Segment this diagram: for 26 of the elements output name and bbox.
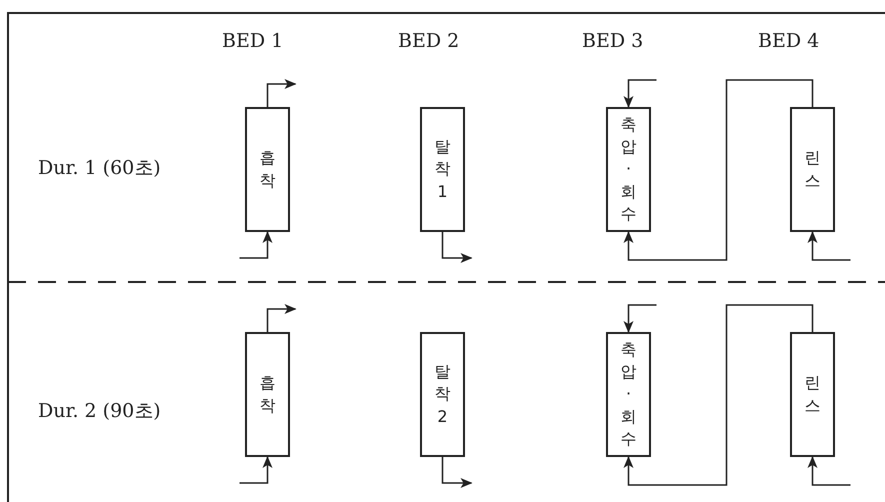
bed-column: 탈착 1 [420,107,465,232]
row-label: Dur. 1 (60초) [38,156,161,181]
bed-column: 린스 [790,107,835,232]
bed-column: 흡착 [245,107,290,232]
flow-arrow [624,79,656,108]
flow-arrow [442,457,472,488]
column-heading: BED 2 [398,30,460,52]
bed-column: 축압·회수 [606,107,651,232]
flow-arrow [266,79,296,107]
column-heading: BED 4 [758,30,820,52]
flow-arrow [624,304,814,486]
flow-arrow [808,456,850,486]
column-heading: BED 1 [222,30,284,52]
flow-arrow [808,231,850,261]
row-label: Dur. 2 (90초) [38,399,161,424]
flow-arrow [442,232,472,263]
bed-column: 흡착 [245,332,290,457]
bed-column: 탈착 2 [420,332,465,457]
flow-arrow [624,304,656,333]
flow-arrow [240,456,272,484]
bed-column: 축압·회수 [606,332,651,457]
flow-arrow [240,231,272,259]
flow-arrow [624,79,814,261]
column-heading: BED 3 [582,30,644,52]
flow-arrow [266,304,296,332]
bed-column: 린스 [790,332,835,457]
